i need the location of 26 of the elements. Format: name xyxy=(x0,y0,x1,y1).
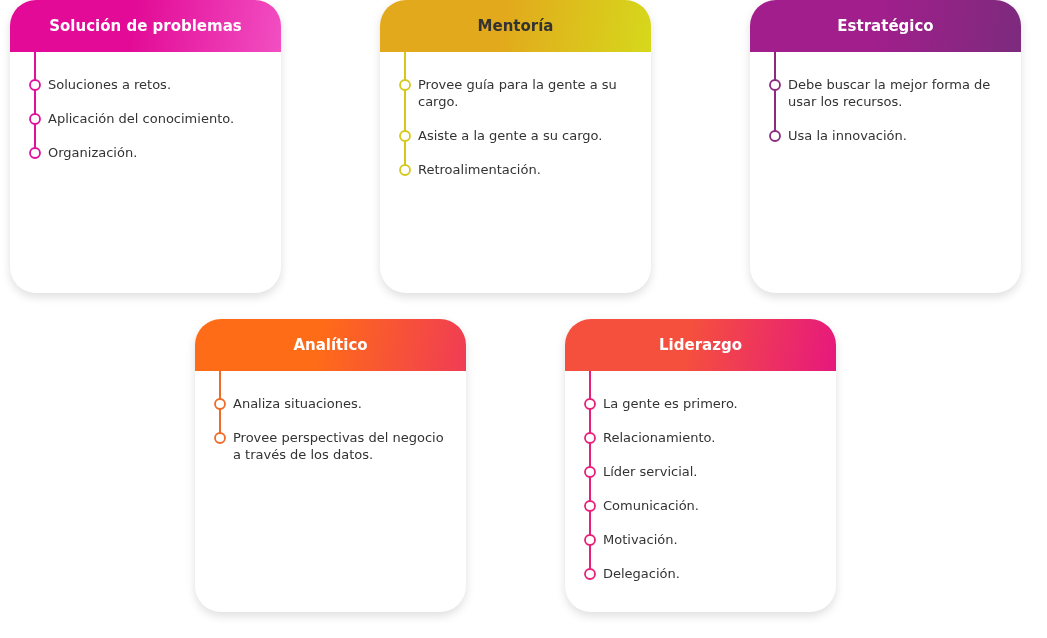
list-item: Delegación. xyxy=(603,565,681,582)
card-title: Liderazgo xyxy=(659,336,742,354)
card-title: Mentoría xyxy=(477,17,554,35)
category-card xyxy=(750,0,1021,293)
list-item: Organización. xyxy=(48,144,139,161)
list-item: Usa la innovación. xyxy=(788,127,908,144)
list-item: Provee guía para la gente a su cargo. xyxy=(418,76,618,110)
category-card xyxy=(10,0,281,293)
list-item: Provee perspectivas del negocio a través de los datos. xyxy=(233,429,445,463)
card-title: Estratégico xyxy=(837,17,934,35)
list-item: Aplicación del conocimiento. xyxy=(48,110,236,127)
list-item: Motivación. xyxy=(603,531,679,548)
card-title: Solución de problemas xyxy=(49,17,242,35)
category-card xyxy=(565,319,836,612)
card-title: Analítico xyxy=(293,336,368,354)
list-item: Líder servicial. xyxy=(603,463,699,480)
list-item: Retroalimentación. xyxy=(418,161,542,178)
list-item: La gente es primero. xyxy=(603,395,739,412)
list-item: Analiza situaciones. xyxy=(233,395,363,412)
list-item: Comunicación. xyxy=(603,497,700,514)
list-item: Soluciones a retos. xyxy=(48,76,173,93)
list-item: Relacionamiento. xyxy=(603,429,717,446)
category-card xyxy=(195,319,466,612)
list-item: Asiste a la gente a su cargo. xyxy=(418,127,604,144)
category-card xyxy=(380,0,651,293)
list-item: Debe buscar la mejor forma de usar los recursos. xyxy=(788,76,992,110)
